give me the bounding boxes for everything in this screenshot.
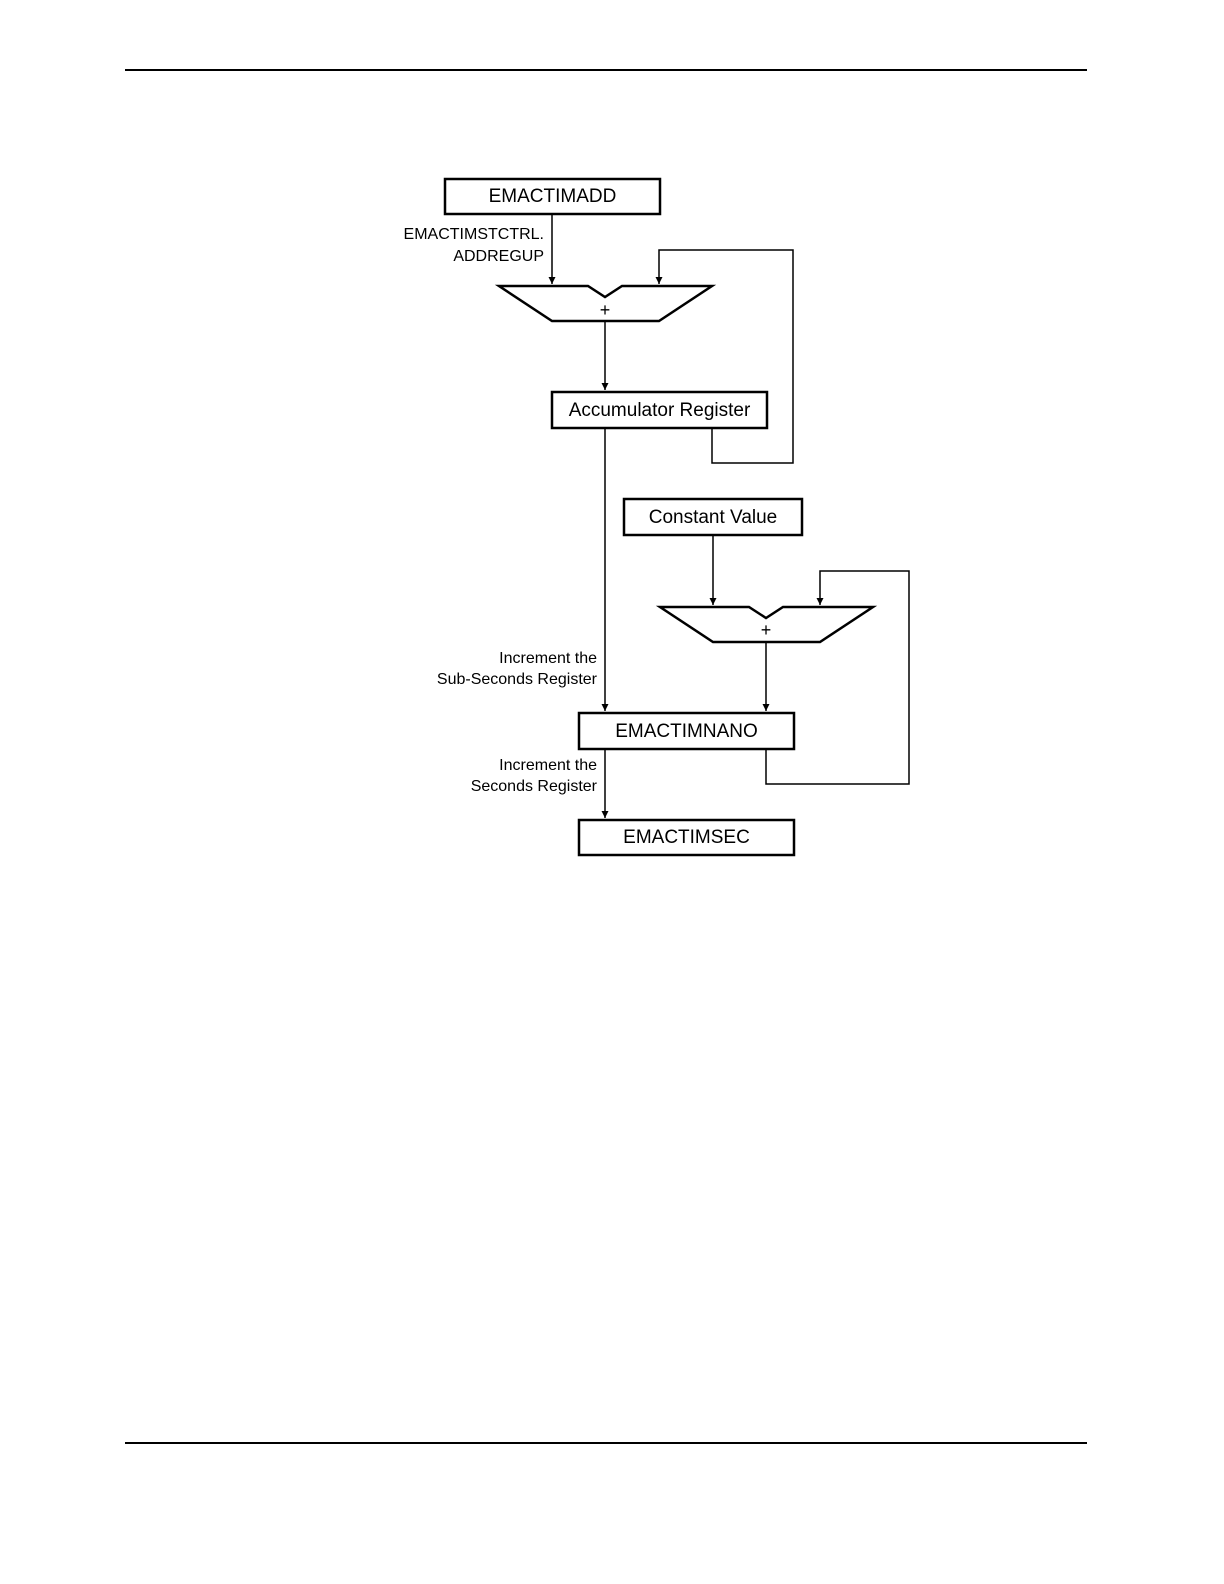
- annotation-addregup-line1: EMACTIMSTCTRL.: [404, 226, 544, 243]
- adder-2-plus-symbol: +: [761, 620, 772, 640]
- annotation-sec-line2: Seconds Register: [471, 778, 598, 795]
- box-accumulator-register: Accumulator Register: [552, 392, 767, 428]
- box-accumulator-register-label: Accumulator Register: [569, 400, 751, 421]
- box-constant-value-label: Constant Value: [649, 507, 778, 528]
- box-emactimadd-label: EMACTIMADD: [489, 186, 617, 207]
- box-constant-value: Constant Value: [624, 499, 802, 535]
- feedback-timnano-to-adder2: [766, 571, 909, 784]
- box-emactimsec: EMACTIMSEC: [579, 820, 794, 855]
- adder-1-plus-symbol: +: [600, 300, 611, 320]
- adder-2: +: [660, 607, 873, 642]
- box-emactimsec-label: EMACTIMSEC: [623, 827, 750, 848]
- annotation-subsec-line2: Sub-Seconds Register: [437, 671, 598, 688]
- box-emactimadd: EMACTIMADD: [445, 179, 660, 214]
- annotation-addregup-line2: ADDREGUP: [453, 248, 544, 265]
- annotation-subsec-line1: Increment the: [499, 650, 597, 667]
- annotation-sec-line1: Increment the: [499, 757, 597, 774]
- adder-1: +: [499, 286, 712, 321]
- feedback-accumulator-to-adder1: [659, 250, 793, 463]
- box-emactimnano: EMACTIMNANO: [579, 713, 794, 749]
- box-emactimnano-label: EMACTIMNANO: [615, 721, 758, 742]
